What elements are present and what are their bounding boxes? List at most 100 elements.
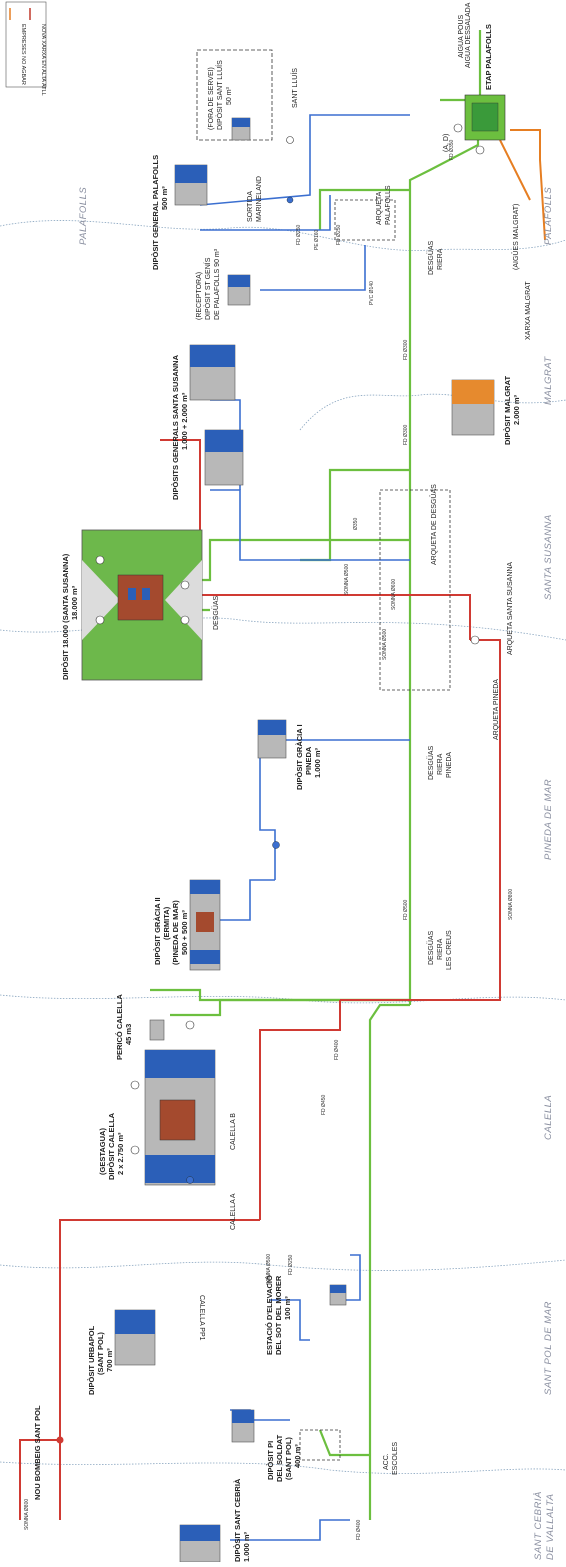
label-sant-cebria: DIPÒSIT SANT CEBRIÀ (233, 1478, 242, 1562)
boundary-calella-sant-pol (0, 1259, 566, 1271)
label-pi-soldat: DIPÒSIT PI (266, 1441, 275, 1480)
pump-symbols (95, 123, 485, 1155)
pipe-label-sonna500a: SONNA Ø500 (344, 564, 350, 595)
blue-general-palafolls (200, 195, 331, 231)
label-desguas-18000: DESGÜAS (212, 595, 220, 630)
label-riera: RIERA (437, 248, 444, 270)
pump-icon (95, 555, 105, 565)
label-diposit-18000: DIPÒSIT 18.000 (SANTA SUSANNA) (61, 553, 70, 680)
label-gracia-2: DIPÒSIT GRÀCIA II (153, 897, 162, 965)
pump-icon (286, 196, 294, 204)
tank-malgrat (451, 379, 495, 436)
label-calella-b: CALELLA B (230, 1113, 237, 1150)
tank-calella (144, 1049, 216, 1186)
label-aigua-dessalada: AIGUA DESSALADA (465, 2, 472, 68)
boundary-malgrat-santa-susanna (299, 393, 566, 431)
red-to-18000 (200, 594, 471, 640)
red-pipes (19, 439, 501, 1520)
tank-urbapol (114, 1309, 156, 1366)
muni-calella: CALELLA (543, 1095, 554, 1140)
tank-gracia-1 (257, 719, 287, 759)
muni-palafolls-right: PALAFOLLS (543, 187, 554, 245)
pump-icon (272, 841, 280, 849)
facility-labels: ETAP PALAFOLLS AIGUA POUS AIGUA DESSALAD… (33, 2, 532, 1562)
blue-sant-cebria (230, 1519, 350, 1541)
label-urbapol-vol: 700 m³ (105, 1348, 114, 1372)
tank-etap (464, 94, 506, 141)
label-escoles: ESCOLES (392, 1442, 399, 1475)
pipe-label-fd250c: FD Ø250 (288, 1254, 294, 1275)
blue-santa-susanna (210, 489, 410, 561)
label-diposit-18000-vol: 18.000 m³ (70, 585, 79, 620)
boundary-palafolls-malgrat (0, 220, 566, 251)
pipe-label-sonna800b: SONNA Ø800 (24, 1499, 30, 1530)
label-etap: ETAP PALAFOLLS (484, 24, 493, 90)
label-sant-lluis-vol: 50 m³ (226, 86, 233, 105)
label-gracia-1-vol: 1.000 m³ (313, 747, 322, 778)
label-desguas-creus-3: LES CREUS (446, 930, 453, 970)
label-diposit-malgrat-vol: 2.000 m³ (512, 394, 521, 425)
label-desguas-pineda-3: PINEDA (446, 752, 453, 778)
label-xarxa-malgrat: XARXA MALGRAT (525, 281, 532, 340)
pipe-label-fd500: FD Ø500 (403, 899, 409, 920)
pipe-label-fd250b: FD Ø250 (336, 224, 342, 245)
blue-gracia-1 (259, 739, 410, 880)
pump-icon (186, 1176, 194, 1184)
label-arqueta-pineda: ARQUETA PINEDA (493, 679, 500, 740)
tank-sot-morer (329, 1284, 347, 1306)
green-to-arqueta-palafolls (318, 188, 410, 230)
label-pi-soldat-2: DEL SOLDAT (275, 1434, 284, 1482)
pump-icon (180, 615, 190, 625)
label-generals-santa-susanna-vol: 1.000 + 2.000 m³ (180, 392, 189, 450)
pump-icon (453, 123, 463, 133)
red-pumps (56, 1436, 64, 1444)
blue-pipes (189, 114, 410, 1541)
tank-receptora (227, 274, 251, 306)
label-diposit-malgrat: DIPÒSIT MALGRAT (503, 376, 512, 445)
label-pi-soldat-vol: 400 m³ (293, 1444, 302, 1468)
pipe-label-fd300a: FD Ø300 (403, 339, 409, 360)
pump-icon (180, 580, 190, 590)
pipe-labels: PE Ø160 FD Ø250 FD Ø250 PVC Ø140 FD Ø300… (24, 139, 514, 1540)
tank-sant-lluis (231, 117, 251, 141)
arqueta-boxes (196, 49, 451, 1461)
pipe-label-pe160: PE Ø160 (314, 229, 320, 250)
blue-urbapol (270, 1299, 310, 1341)
pipe-label-fd350: FD Ø350 (449, 139, 455, 160)
pipe-label-fd400b: FD Ø400 (356, 1519, 362, 1540)
pipe-label-fd400: FD Ø400 (334, 1039, 340, 1060)
pump-icon (475, 145, 485, 155)
muni-malgrat: MALGRAT (543, 356, 554, 405)
tank-santa-susanna-2 (204, 429, 244, 486)
label-calella-a: CALELLA A (230, 1193, 237, 1230)
label-diposit-calella-vol: 2 x 2.750 m³ (116, 1132, 125, 1175)
label-nou-bombeig: NOU BOMBEIG SANT POL (33, 1405, 42, 1500)
label-st-genis: DIPÒSIT ST GENÍS (203, 257, 212, 320)
label-receptora: (RECEPTORA) (196, 272, 203, 320)
pipe-label-sonna800: SONNA Ø800 (508, 889, 514, 920)
label-fora-servei: (FORA DE SERVEI) (208, 67, 215, 130)
label-generals-santa-susanna: DIPÒSITS GENERALS SANTA SUSANNA (171, 354, 180, 500)
orange-pipes (499, 129, 546, 241)
label-desguas-creus-2: RIERA (437, 938, 444, 960)
label-gestagua: (GESTAGUA) (98, 1128, 107, 1175)
muni-pineda: PINEDA DE MAR (543, 779, 554, 860)
label-gracia-2-vol: 500 + 500 m³ (180, 910, 189, 955)
label-sant-lluis: SANT LLUÍS (290, 68, 299, 108)
legend: EMPRESES NO AGBAR NOVA XARXA EN ALTA ATL… (5, 1, 47, 96)
pipe-label-sonna600: SONNA Ø600 (391, 579, 397, 610)
tank-general-palafolls (174, 164, 208, 206)
arqueta-palafolls-box (334, 199, 396, 241)
muni-sant-pol: SANT POL DE MAR (543, 1301, 554, 1395)
pipe-label-pvc140: PVC Ø140 (369, 281, 375, 305)
green-acc-escoles (318, 1429, 370, 1457)
pump-icon (130, 1080, 140, 1090)
label-sant-cebria-vol: 1.000 m³ (242, 1531, 251, 1562)
label-perico-vol: 45 m3 (124, 1024, 133, 1045)
label-general-palafolls: DIPÒSIT GENERAL PALAFOLLS (151, 155, 160, 270)
green-to-perico (170, 998, 410, 1017)
legend-label-red: NOVA XARXA EN ALTA ATLL (40, 24, 46, 96)
label-diposit-calella: DIPÒSIT CALELLA (107, 1112, 116, 1180)
legend-label-orange: EMPRESES NO AGBAR (20, 24, 26, 85)
label-desguas: DESGÜAS (427, 240, 435, 275)
